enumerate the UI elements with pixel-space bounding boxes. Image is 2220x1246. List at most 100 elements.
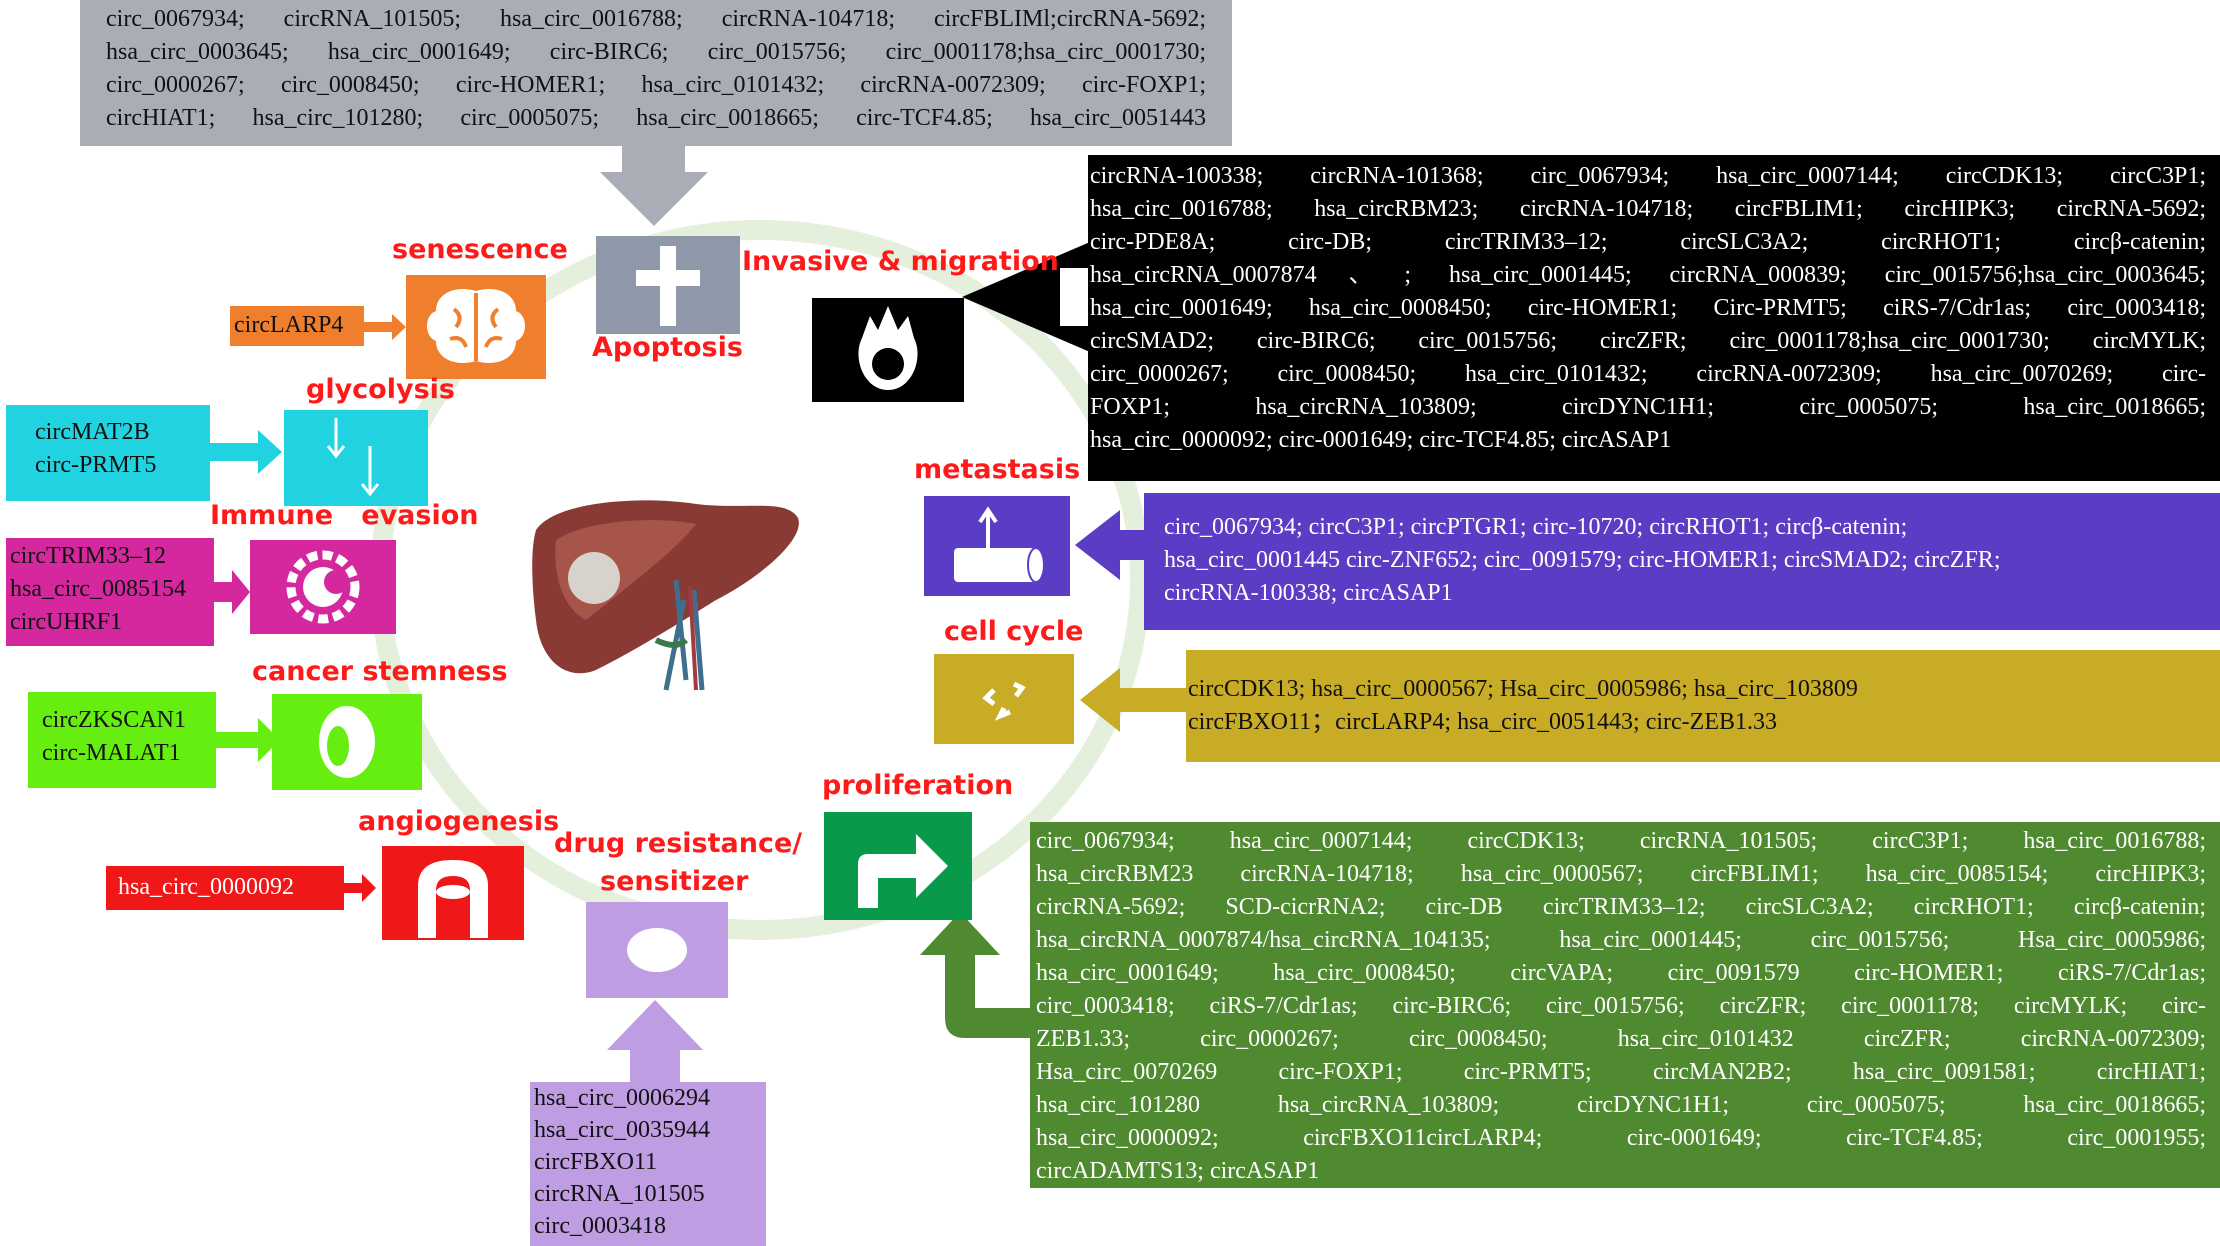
apoptosis-circ-list: circ_0067934; circRNA_101505; hsa_circ_0… <box>80 0 1232 146</box>
list-line: circUHRF1 <box>10 609 122 635</box>
label-cancer-stemness: cancer stemness <box>252 656 508 687</box>
angiogenesis-circ-list: hsa_circ_0000092 <box>106 866 344 910</box>
list-line: circRNA-100338; circASAP1 <box>1164 580 1453 606</box>
stem-cell-icon <box>319 706 375 778</box>
list-line: circ-PDE8A; circ-DB; circTRIM33–12; circ… <box>1090 229 2206 255</box>
list-line: ZEB1.33; circ_0000267; circ_0008450; hsa… <box>1036 1026 2206 1052</box>
list-line: hsa_circ_0000092; circFBXO11circLARP4; c… <box>1036 1125 2206 1151</box>
vessel-icon <box>418 860 488 938</box>
list-line: hsa_circ_0000092; circ-0001649; circ-TCF… <box>1090 427 1672 453</box>
invasive-circ-list: circRNA-100338; circRNA-101368; circ_006… <box>1088 155 2220 481</box>
arrows-down-icon <box>326 418 380 497</box>
list-line: circRNA-5692; SCD-cicrRNA2; circ-DB circ… <box>1036 894 2206 920</box>
gray-arrow <box>600 146 708 226</box>
list-line: hsa_circ_0035944 <box>534 1117 710 1143</box>
list-line: circ_0067934; circC3P1; circPTGR1; circ-… <box>1164 514 1908 540</box>
list-line: hsa_circRNA_0007874/hsa_circRNA_104135; … <box>1036 927 2206 953</box>
label-proliferation: proliferation <box>822 770 1014 801</box>
glycolysis-tile <box>284 410 428 506</box>
list-line: Hsa_circ_0070269 circ-FOXP1; circ-PRMT5;… <box>1036 1059 2206 1085</box>
list-line: circZKSCAN1 <box>42 707 186 733</box>
list-line: hsa_circ_101280 hsa_circRNA_103809; circ… <box>1036 1092 2206 1118</box>
list-line: circ_0003418 <box>534 1213 666 1239</box>
cyan-arrow <box>208 430 282 474</box>
list-line: hsa_circ_0001649; hsa_circ_0008450; circ… <box>1036 960 2206 986</box>
list-line: FOXP1; hsa_circRNA_103809; circDYNC1H1; … <box>1090 394 2206 420</box>
list-line: circ-MALAT1 <box>42 740 181 766</box>
label-drug-resistance: drug resistance/ <box>554 828 803 859</box>
label-senescence: senescence <box>392 234 568 265</box>
list-line: circ_0067934; hsa_circ_0007144; circCDK1… <box>1036 828 2206 854</box>
label-immune-evasion: Immune evasion <box>210 500 479 531</box>
glycolysis-circ-list: circMAT2B circ-PRMT5 <box>6 405 210 501</box>
metastasis-circ-list: circ_0067934; circC3P1; circPTGR1; circ-… <box>1144 493 2220 630</box>
red-arrow <box>342 874 376 902</box>
drug-tile <box>586 902 728 998</box>
liver-icon <box>532 500 799 691</box>
immune-circ-list: circTRIM33–12 hsa_circ_0085154 circUHRF1 <box>6 538 214 646</box>
metastasis-tile <box>924 496 1070 596</box>
yellow-arrow <box>1080 668 1190 732</box>
blue-arrow <box>1075 510 1145 580</box>
lavender-arrow <box>607 1000 703 1082</box>
list-line: circHIAT1; hsa_circ_101280; circ_0005075… <box>106 105 1206 131</box>
list-line: circ-PRMT5 <box>35 452 157 478</box>
list-line: circ_0067934; circRNA_101505; hsa_circ_0… <box>106 6 1206 32</box>
cell-cycle-circ-list: circCDK13; hsa_circ_0000567; Hsa_circ_00… <box>1186 650 2220 762</box>
list-line: circ_0000267; circ_0008450; hsa_circ_010… <box>1090 361 2206 387</box>
brain-icon <box>427 289 525 363</box>
cycle-arrows-icon <box>982 681 1026 721</box>
cross-icon <box>636 246 700 326</box>
list-line: circFBXO11；circLARP4; hsa_circ_0051443; … <box>1188 709 1777 735</box>
green-arrow <box>920 912 1030 1038</box>
list-line: circRNA_101505 <box>534 1181 705 1207</box>
list-line: circ_0003418; ciRS-7/Cdr1as; circ-BIRC6;… <box>1036 993 2206 1019</box>
list-line: hsa_circ_0001649; hsa_circ_0008450; circ… <box>1090 295 2206 321</box>
flame-cell-icon <box>858 306 918 390</box>
immune-cell-icon <box>286 550 360 624</box>
drug-circ-list: hsa_circ_0006294 hsa_circ_0035944 circFB… <box>530 1082 766 1246</box>
label-invasive-migration: Invasive & migration <box>742 246 1059 277</box>
senescence-tile <box>406 275 546 379</box>
list-line: hsa_circ_0003645; hsa_circ_0001649; circ… <box>106 39 1206 65</box>
stemness-tile <box>272 694 422 790</box>
stemness-circ-list: circZKSCAN1 circ-MALAT1 <box>28 692 216 788</box>
label-angiogenesis: angiogenesis <box>358 806 560 837</box>
cell-cycle-tile <box>934 654 1074 744</box>
list-line: hsa_circ_0016788; hsa_circRBM23; circRNA… <box>1090 196 2206 222</box>
proliferation-circ-list: circ_0067934; hsa_circ_0007144; circCDK1… <box>1030 822 2220 1188</box>
cylinder-arrow-icon <box>954 506 1045 583</box>
lime-arrow <box>215 718 280 762</box>
list-line: hsa_circRBM23 circRNA-104718; hsa_circ_0… <box>1036 861 2206 887</box>
turn-arrow-icon <box>858 834 948 908</box>
apoptosis-tile <box>596 236 740 334</box>
immune-tile <box>250 540 396 634</box>
magenta-arrow <box>213 570 250 614</box>
list-line: circSMAD2; circ-BIRC6; circ_0015756; cir… <box>1090 328 2206 354</box>
list-line: hsa_circRNA_0007874、; hsa_circ_0001445; … <box>1090 262 2206 288</box>
label-sensitizer: sensitizer <box>600 866 749 897</box>
list-line: hsa_circ_0001445 circ-ZNF652; circ_00915… <box>1164 547 2001 573</box>
list-line: circTRIM33–12 <box>10 543 166 569</box>
list-line: circADAMTS13; circASAP1 <box>1036 1158 1320 1184</box>
list-line: circLARP4 <box>234 312 344 338</box>
list-line: circRNA-100338; circRNA-101368; circ_006… <box>1090 163 2206 189</box>
label-glycolysis: glycolysis <box>306 374 455 405</box>
list-line: circFBXO11 <box>534 1149 658 1175</box>
label-metastasis: metastasis <box>914 454 1081 485</box>
list-line: circMAT2B <box>35 419 150 445</box>
liver-illustration <box>526 490 806 700</box>
list-line: hsa_circ_0006294 <box>534 1085 710 1111</box>
angiogenesis-tile <box>382 846 524 940</box>
senescence-circ-list: circLARP4 <box>230 306 364 346</box>
list-line: hsa_circ_0000092 <box>118 874 294 900</box>
oval-icon <box>627 928 687 972</box>
label-apoptosis: Apoptosis <box>592 332 743 363</box>
orange-arrow <box>362 314 406 340</box>
proliferation-tile <box>824 812 972 920</box>
invasive-tile <box>812 298 964 402</box>
label-cell-cycle: cell cycle <box>944 616 1084 647</box>
list-line: circ_0000267; circ_0008450; circ-HOMER1;… <box>106 72 1206 98</box>
list-line: hsa_circ_0085154 <box>10 576 186 602</box>
